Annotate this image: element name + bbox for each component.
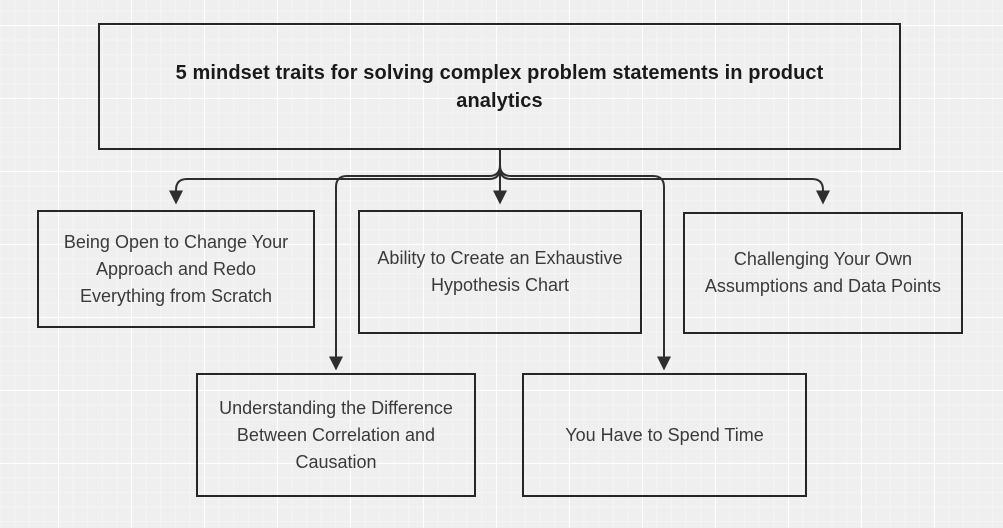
node-open-to-change: Being Open to Change Your Approach and R… [37,210,315,328]
connector-title-to-node3 [499,150,830,205]
node-spend-time-label: You Have to Spend Time [565,424,764,445]
node-hypothesis-chart: Ability to Create an Exhaustive Hypothes… [358,210,642,334]
node-hypothesis-chart-label: Ability to Create an Exhaustive Hypothes… [377,248,623,295]
diagram-title-node: 5 mindset traits for solving complex pro… [98,23,901,150]
node-spend-time: You Have to Spend Time [522,373,807,497]
node-challenge-assumptions: Challenging Your Own Assumptions and Dat… [683,212,963,334]
diagram-title-label: 5 mindset traits for solving complex pro… [175,61,824,112]
node-correlation-causation-label: Understanding the Difference Between Cor… [219,397,453,472]
node-correlation-causation: Understanding the Difference Between Cor… [196,373,476,497]
node-open-to-change-label: Being Open to Change Your Approach and R… [63,231,289,306]
connector-title-to-node1 [169,150,501,205]
node-challenge-assumptions-label: Challenging Your Own Assumptions and Dat… [704,249,942,296]
